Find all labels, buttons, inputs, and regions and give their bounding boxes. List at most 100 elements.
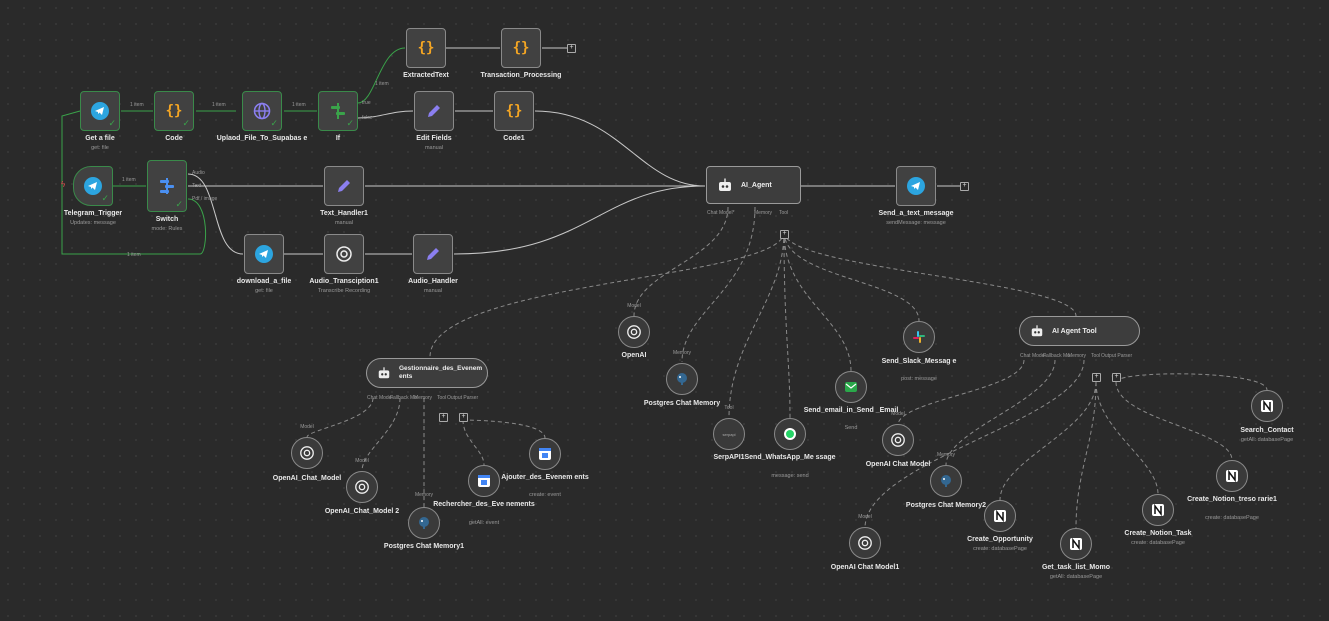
robot-icon [719,178,731,191]
create-opportunity-node[interactable] [984,500,1016,532]
email-icon [845,382,857,392]
ai-agent-tool-node[interactable]: AI Agent Tool [1019,316,1140,346]
postgres-memory2-node[interactable] [930,465,962,497]
node-label: Edit Fields [416,135,452,142]
node-subtitle: post: message [901,376,937,382]
output-label-audio: Audio [192,170,205,176]
port-label-output-parser: Output Parser [1101,353,1133,359]
openai-chat-model-node[interactable] [291,437,323,469]
download-file-node[interactable] [244,234,284,274]
success-check-icon: ✓ [182,118,190,128]
openai-chat-model-node[interactable] [882,424,914,456]
edit-fields-node[interactable] [414,91,454,131]
port-label-memory: Memory [754,210,773,216]
extracted-text-node[interactable]: {} [406,28,446,68]
gestionnaire-evenements-node[interactable]: Gestionnaire_des_Evenem ents [366,358,488,388]
robot-icon [1031,325,1043,337]
whatsapp-node[interactable] [774,418,806,450]
openai-node[interactable] [618,316,650,348]
output-label-false: false [362,115,373,121]
node-label: Create_Opportunity [967,536,1033,543]
pencil-icon [427,248,439,260]
edge-label: 1 item [212,102,226,108]
openai-chat-model1-node[interactable] [849,527,881,559]
ai-agent-node[interactable]: AI_Agent [706,166,801,204]
get-file-node[interactable]: ✓ [80,91,120,131]
send-slack-node[interactable] [903,321,935,353]
code1-node[interactable]: {} [494,91,534,131]
send-email-node[interactable] [835,371,867,403]
get-task-list-node[interactable] [1060,528,1092,560]
node-subtitle: mode: Rules [151,226,183,232]
telegram-icon [255,245,273,263]
node-label: OpenAI [621,352,647,359]
postgres-icon [941,475,951,487]
output-label-true: true [362,100,371,106]
node-label: OpenAI_Chat_Model [272,475,342,482]
postgres-memory1-node[interactable] [408,507,440,539]
ajouter-evenements-node[interactable] [529,438,561,470]
create-notion-tresorarie-node[interactable] [1216,460,1248,492]
code-icon: {} [512,40,530,56]
port-label-chat-model: Chat Model [367,395,393,401]
add-tool-button[interactable]: + [780,230,789,239]
add-node-button[interactable]: + [567,44,576,53]
node-caption: Model [891,411,905,417]
notion-icon [1261,399,1273,413]
rechercher-evenements-node[interactable] [468,465,500,497]
serpapi-node[interactable]: serpapi [713,418,745,450]
node-label: SerpAPI1 [713,454,745,461]
upload-file-node[interactable]: ✓ [242,91,282,131]
node-label: Audio_Handler [408,278,458,285]
audio-handler-node[interactable] [413,234,453,274]
code-icon: {} [417,40,435,56]
port-label-memory: Memory [1068,353,1087,359]
node-subtitle: get: file [91,145,109,151]
transaction-processing-node[interactable]: {} [501,28,541,68]
add-node-button[interactable]: + [960,182,969,191]
postgres-icon [419,517,429,529]
telegram-icon [84,177,102,195]
audio-transcription-node[interactable] [324,234,364,274]
node-subtitle: create: databasePage [1205,515,1259,521]
node-subtitle: manual [423,288,443,294]
node-label: Code1 [503,135,525,142]
text-handler-node[interactable] [324,166,364,206]
node-label: download_a_file [236,278,292,285]
node-caption: Model [858,514,872,520]
port-label-tool: Tool [779,210,789,216]
port-label-fallback: Fallback Mo [390,395,417,401]
node-label: Postgres Chat Memory2 [905,502,987,509]
telegram-trigger-node[interactable]: ✓ [73,166,113,206]
node-label: Audio_Transciption1 [309,278,379,285]
notion-icon [1152,503,1164,517]
code-node[interactable]: {}✓ [154,91,194,131]
slack-icon [913,331,925,343]
openai-chat-model2-node[interactable] [346,471,378,503]
node-subtitle: message: send [771,473,809,479]
node-label: Switch [155,216,179,223]
node-label: Send_email_in_Send _Email [803,407,899,414]
add-tool-button[interactable]: + [1092,373,1101,382]
postgres-icon [677,373,687,385]
openai-icon [300,446,314,460]
add-tool-button[interactable]: + [439,413,448,422]
node-label: Rechercher_des_Eve nements [433,501,535,508]
add-parser-button[interactable]: + [1112,373,1121,382]
node-label: Postgres Chat Memory [643,400,721,407]
if-node[interactable]: ✓ [318,91,358,131]
postgres-memory-node[interactable] [666,363,698,395]
if-icon [331,103,345,119]
openai-icon [355,480,369,494]
switch-node[interactable]: ✓ [147,160,187,212]
output-label-text: Text [192,183,202,189]
create-notion-task-node[interactable] [1142,494,1174,526]
add-parser-button[interactable]: + [459,413,468,422]
telegram-icon [907,177,925,195]
node-label: Search_Contact [1240,427,1294,434]
node-subtitle: Transcribe Recording [317,288,371,294]
send-text-message-node[interactable] [896,166,936,206]
search-contact-node[interactable] [1251,390,1283,422]
node-caption: Model [627,303,641,309]
node-subtitle: getAll: databasePage [1240,437,1294,443]
